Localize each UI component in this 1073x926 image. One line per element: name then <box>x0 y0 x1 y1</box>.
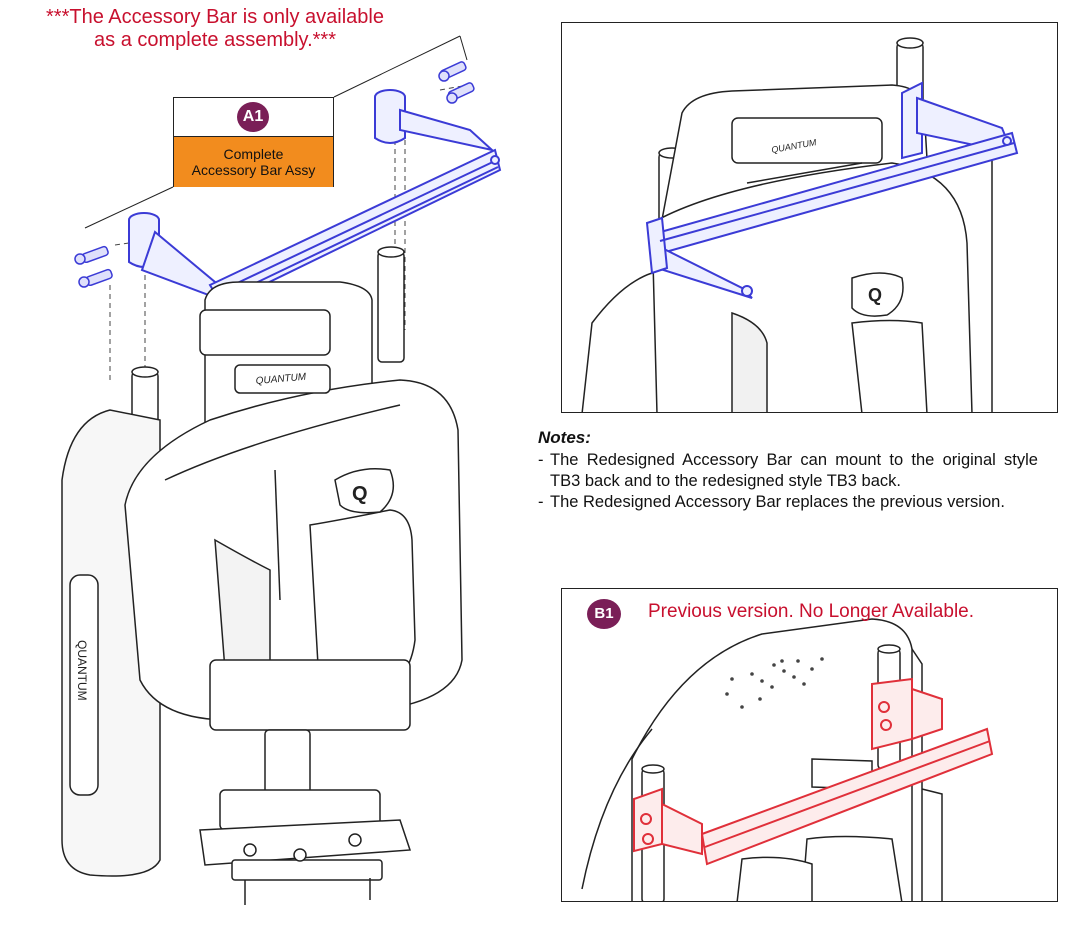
mounting-screws <box>74 61 475 288</box>
mounted-bar-illustration: QUANTUM Q <box>581 37 1019 412</box>
previous-bar-illustration <box>581 618 994 901</box>
mounted-bar-detail-panel: QUANTUM Q <box>561 22 1058 413</box>
callout-b1-label: Previous version. No Longer Available. <box>648 601 975 622</box>
side-panel-logo: QUANTUM <box>75 640 89 701</box>
seat-back-logo: QUANTUM <box>255 372 307 387</box>
screw-icon <box>438 61 467 82</box>
screw-icon <box>74 245 109 265</box>
callout-a1-description: Complete Accessory Bar Assy <box>174 137 333 187</box>
panel-cushion-letter: Q <box>868 285 882 305</box>
seat-back-assembly <box>61 246 463 905</box>
mounting-holes <box>725 657 824 709</box>
redesigned-accessory-bar <box>128 89 502 307</box>
redesigned-accessory-bar-mounted <box>645 81 1019 299</box>
callout-a1-line-2: Accessory Bar Assy <box>191 162 316 178</box>
assembly-warning: ***The Accessory Bar is only available a… <box>0 6 430 52</box>
callout-a1: A1 Complete Accessory Bar Assy <box>173 97 334 187</box>
note-item: - The Redesigned Accessory Bar replaces … <box>538 492 1038 513</box>
callout-a1-line-1: Complete <box>223 146 284 162</box>
note-text: The Redesigned Accessory Bar can mount t… <box>550 451 1038 490</box>
warning-line-1: ***The Accessory Bar is only available <box>46 6 384 28</box>
notes-title: Notes: <box>538 428 591 447</box>
note-bullet: - <box>538 451 544 469</box>
notes-section: Notes: - The Redesigned Accessory Bar ca… <box>538 427 1038 513</box>
note-bullet: - <box>538 493 544 511</box>
callout-leader-lines <box>84 35 468 229</box>
cushion-logo-letter: Q <box>352 483 368 505</box>
screw-icon <box>446 82 475 104</box>
screw-icon <box>78 268 113 288</box>
callout-b1-badge: B1 <box>587 599 621 629</box>
note-item: - The Redesigned Accessory Bar can mount… <box>538 450 1038 492</box>
callout-a1-badge: A1 <box>237 102 269 132</box>
exploded-view-diagram: QUANTUM QUANTUM Q <box>61 35 502 905</box>
warning-line-2: as a complete assembly.*** <box>94 29 336 51</box>
note-text: The Redesigned Accessory Bar replaces th… <box>550 493 1005 511</box>
previous-accessory-bar <box>633 677 994 866</box>
previous-version-panel: B1 Previous version. No Longer Available… <box>561 588 1058 902</box>
